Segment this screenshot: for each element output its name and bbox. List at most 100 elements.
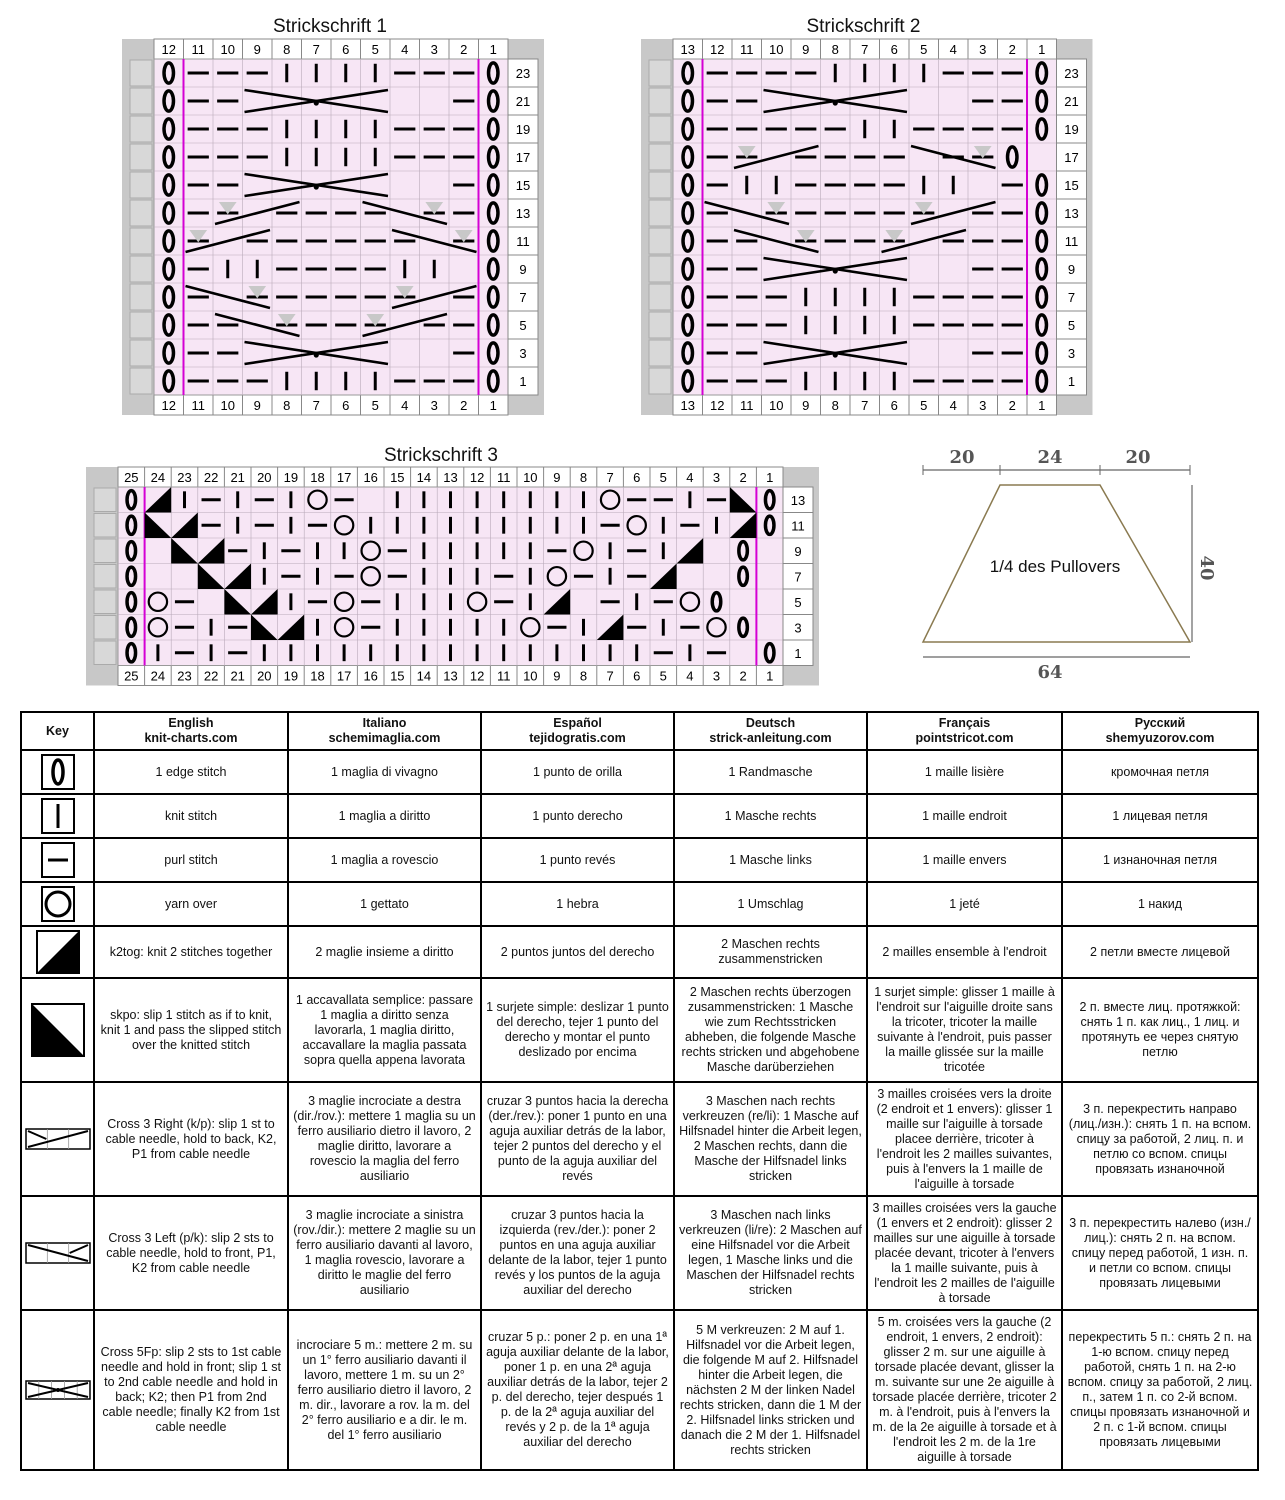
cable-line xyxy=(733,228,819,254)
legend-cell: 1 лицевая петля xyxy=(1061,793,1259,839)
column-number: 2 xyxy=(739,669,746,684)
column-number: 7 xyxy=(313,398,320,413)
margin-cell xyxy=(648,59,672,87)
column-number: 24 xyxy=(151,470,165,485)
margin-cell xyxy=(648,115,672,143)
edge-mark xyxy=(125,565,138,588)
chart-1-title: Strickschrift 1 xyxy=(272,16,388,37)
column-number: 7 xyxy=(313,42,320,57)
column-number: 8 xyxy=(283,42,290,57)
column-number: 7 xyxy=(861,398,868,413)
column-number: 12 xyxy=(710,42,724,57)
column-number: 1 xyxy=(766,669,773,684)
yarn-over-mark xyxy=(307,489,328,511)
legend-cell: 3 п. перекрестить направо (лиц./изн.): с… xyxy=(1061,1081,1259,1197)
legend-cell: 1 maglia a rovescio xyxy=(287,837,482,883)
column-number: 12 xyxy=(162,42,176,57)
row-number: 1 xyxy=(794,646,801,661)
column-number: 2 xyxy=(739,470,746,485)
legend-cell: перекрестить 5 п.: снять 2 п. на 1-ю всп… xyxy=(1061,1309,1259,1471)
edge-mark xyxy=(1035,341,1049,365)
column-number: 12 xyxy=(162,398,176,413)
yarn-over-mark xyxy=(333,591,355,613)
margin-cell xyxy=(648,199,672,227)
edge-mark xyxy=(1035,369,1049,393)
cable-line xyxy=(27,1244,88,1262)
margin-cell xyxy=(93,487,117,512)
skpo-mark xyxy=(224,589,251,615)
legend-cell: 3 maglie incrociate a sinistra (rov./dir… xyxy=(287,1195,482,1311)
legend-cell: 1 Masche rechts xyxy=(673,793,868,839)
legend-cell: 1 Randmasche xyxy=(673,749,868,795)
cable-line xyxy=(362,200,448,226)
edge-mark xyxy=(486,117,500,141)
column-number: 1 xyxy=(490,42,497,57)
row-number: 5 xyxy=(519,318,526,333)
column-number: 16 xyxy=(363,669,377,684)
margin-cell xyxy=(648,311,672,339)
edge-mark xyxy=(162,313,176,337)
skpo-mark xyxy=(144,512,172,538)
schematic-label: 1/4 des Pullovers xyxy=(990,557,1120,576)
cable-dot xyxy=(55,1388,60,1392)
column-number: 24 xyxy=(151,669,165,684)
column-number: 8 xyxy=(580,669,587,684)
legend-cell: кромочная петля xyxy=(1061,749,1259,795)
yarn-over-mark xyxy=(147,591,169,613)
column-number: 1 xyxy=(766,470,773,485)
column-number: 23 xyxy=(177,669,191,684)
column-number: 4 xyxy=(950,398,957,413)
legend-cell: 5 M verkreuzen: 2 M auf 1. Hilfsnadel vo… xyxy=(673,1309,868,1471)
chart-3-title: Strickschrift 3 xyxy=(383,445,499,466)
legend-row: yarn over 1 gettato 1 hebra 1 Umschlag 1… xyxy=(20,881,1259,927)
column-number: 15 xyxy=(390,470,404,485)
column-number: 9 xyxy=(254,42,261,57)
margin-cell xyxy=(129,87,153,115)
k2tog-mark xyxy=(224,563,251,589)
cable-line xyxy=(362,312,448,338)
edge-mark xyxy=(486,89,500,113)
legend-cell: 1 surjete simple: deslizar 1 punto del d… xyxy=(480,977,675,1083)
column-number: 6 xyxy=(342,398,349,413)
column-number: 1 xyxy=(1038,398,1045,413)
edge-mark xyxy=(1035,257,1049,281)
purl-stitch-symbol-icon xyxy=(20,837,95,883)
column-number: 23 xyxy=(177,470,191,485)
column-number: 22 xyxy=(204,669,218,684)
edge-mark xyxy=(681,145,695,169)
column-number: 13 xyxy=(443,470,457,485)
row-number: 7 xyxy=(794,569,801,584)
legend-cell: 2 maglie insieme a diritto xyxy=(287,925,482,979)
row-number: 17 xyxy=(1064,150,1078,165)
yarn-over-mark xyxy=(44,890,71,918)
stitch-symbols xyxy=(125,487,776,664)
row-number: 15 xyxy=(516,178,530,193)
column-number: 4 xyxy=(401,398,408,413)
cross-3-left-icon xyxy=(24,1242,91,1264)
column-number: 17 xyxy=(337,470,351,485)
edge-stitch-icon xyxy=(40,754,75,790)
column-number: 16 xyxy=(363,470,377,485)
margin-cell xyxy=(129,367,153,395)
legend-cell: 1 punto revés xyxy=(480,837,675,883)
column-number: 14 xyxy=(417,470,431,485)
skpo-mark xyxy=(251,614,278,640)
edge-mark xyxy=(681,173,695,197)
row-number: 23 xyxy=(1064,66,1078,81)
edge-mark xyxy=(125,539,138,562)
legend-cell: 1 накид xyxy=(1061,881,1259,927)
legend-cell: 1 maille envers xyxy=(866,837,1063,883)
legend-key-header: Key xyxy=(20,711,95,751)
edge-mark xyxy=(162,201,176,225)
edge-mark xyxy=(125,641,138,664)
legend-row: knit stitch 1 maglia a diritto 1 punto d… xyxy=(20,793,1259,839)
row-number: 21 xyxy=(1064,94,1078,109)
column-number: 3 xyxy=(713,470,720,485)
yarn-over-mark xyxy=(360,565,381,587)
row-number: 3 xyxy=(519,346,526,361)
row-number: 1 xyxy=(1068,374,1075,389)
